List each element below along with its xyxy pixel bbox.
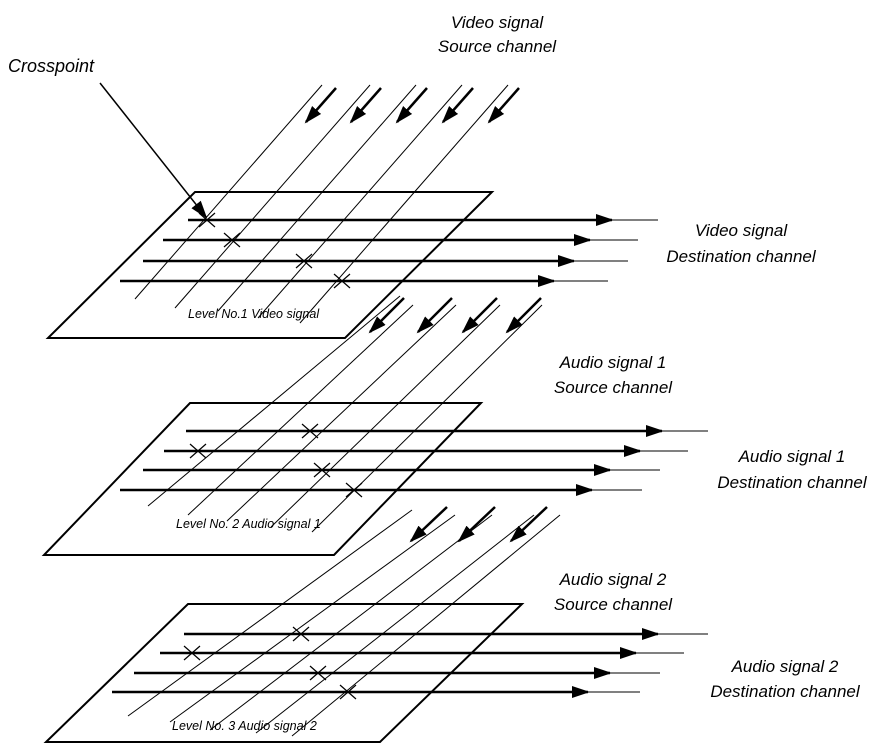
level-1-source-subtitle: Source channel [438,37,557,56]
level-1-plane [45,191,495,339]
level-1-video: Level No.1 Video signal Video signal Sou… [45,13,817,339]
level-2-source-arrows [368,297,542,334]
level-1-crosspoint-marks [198,212,351,289]
level-1-source-lines [134,84,509,324]
level-3-source-lines [127,509,561,737]
level-1-destination-subtitle: Destination channel [666,247,817,266]
level-2-destination-title: Audio signal 1 [738,447,846,466]
level-3-source-arrows [409,506,548,543]
level-1-source-title: Video signal [451,13,545,32]
crosspoint-pointer-arrow [99,82,208,219]
level-1-plane-label: Level No.1 Video signal [188,307,320,321]
level-3-source-title: Audio signal 2 [559,570,667,589]
level-3-destination-subtitle: Destination channel [710,682,861,701]
crosspoint-label: Crosspoint [8,56,95,76]
level-3-plane-label: Level No. 3 Audio signal 2 [172,719,317,733]
level-2-plane-label: Level No. 2 Audio signal 1 [176,517,321,531]
crosspoint-callout: Crosspoint [8,56,208,219]
level-2-crosspoint-marks [189,423,363,498]
level-3-destination-lines [112,628,708,698]
level-3-audio-signal-2-diagram: Level No. 3 Audio signal 2 Audio signal … [43,506,861,743]
level-2-source-lines [147,295,543,533]
level-2-destination-subtitle: Destination channel [717,473,868,492]
level-1-destination-title: Video signal [695,221,789,240]
level-1-source-arrows [304,87,520,124]
level-3-source-subtitle: Source channel [554,595,673,614]
level-2-source-title: Audio signal 1 [559,353,667,372]
level-2-destination-lines [120,425,708,496]
level-2-plane-parallelogram-drawn [41,402,484,556]
level-2-source-subtitle: Source channel [554,378,673,397]
level-3-destination-title: Audio signal 2 [731,657,839,676]
level-1-destination-lines [120,214,658,287]
level-3-crosspoint-marks [183,626,357,700]
level-3-plane [43,603,525,743]
level-2-audio-signal-1-diagram: Level No. 2 Audio signal 1 Audio signal … [41,295,868,556]
